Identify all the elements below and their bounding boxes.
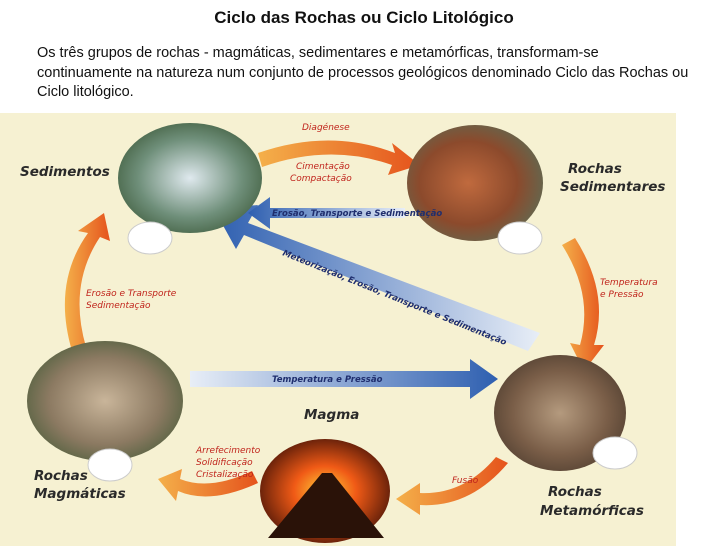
label-magmaticas-2: Magmáticas bbox=[34, 486, 126, 502]
rock-cycle-svg: Sedimentos Rochas Sedimentares Rochas Me… bbox=[20, 122, 665, 543]
arrow-center-right bbox=[190, 359, 498, 399]
page-title: Ciclo das Rochas ou Ciclo Litológico bbox=[214, 8, 514, 27]
label-diagonal: Meteorização, Erosão, Transporte e Sedim… bbox=[281, 249, 508, 348]
label-temp-right-1: Temperatura bbox=[600, 278, 658, 288]
label-magma: Magma bbox=[304, 407, 359, 423]
label-magmaticas-1: Rochas bbox=[34, 468, 88, 484]
label-metamorficas-2: Metamórficas bbox=[540, 503, 644, 519]
label-solidificacao: Solidificação bbox=[196, 458, 253, 468]
sedimentos-photo bbox=[118, 123, 262, 255]
label-cimentacao: Cimentação bbox=[296, 162, 350, 172]
label-metamorficas-1: Rochas bbox=[548, 484, 602, 500]
arrow-fusao bbox=[396, 457, 508, 515]
arrow-right-down bbox=[562, 238, 604, 371]
metamorficas-photo bbox=[494, 355, 638, 471]
label-arrefecimento: Arrefecimento bbox=[195, 446, 261, 456]
label-diagenese: Diagénese bbox=[302, 122, 350, 133]
label-erosao-2: Sedimentação bbox=[86, 301, 151, 311]
arrow-left-up bbox=[64, 213, 110, 351]
label-temp-right-2: e Pressão bbox=[600, 290, 644, 300]
label-cristalizacao: Cristalização bbox=[196, 470, 254, 480]
magmaticas-photo bbox=[27, 341, 183, 482]
rock-cycle-diagram: Sedimentos Rochas Sedimentares Rochas Me… bbox=[0, 113, 676, 546]
arrow-arrefecimento bbox=[158, 469, 258, 501]
sedimentares-photo bbox=[407, 125, 543, 255]
label-sedimentos: Sedimentos bbox=[20, 164, 110, 180]
arrow-top-return bbox=[248, 197, 405, 229]
label-sedimentares-2: Sedimentares bbox=[560, 179, 665, 195]
intro-paragraph: Os três grupos de rochas - magmáticas, s… bbox=[37, 45, 689, 100]
label-sedimentares-1: Rochas bbox=[568, 161, 622, 177]
arrow-diagenese bbox=[258, 140, 420, 175]
label-fusao: Fusão bbox=[452, 476, 479, 486]
magma-photo bbox=[260, 439, 390, 543]
label-compactacao: Compactação bbox=[290, 174, 352, 184]
diagonal-blue-arrow bbox=[214, 205, 540, 351]
label-erosao-1: Erosão e Transporte bbox=[86, 289, 177, 299]
label-top-return: Erosão, Transporte e Sedimentação bbox=[272, 209, 442, 219]
label-temp-center: Temperatura e Pressão bbox=[272, 375, 383, 385]
